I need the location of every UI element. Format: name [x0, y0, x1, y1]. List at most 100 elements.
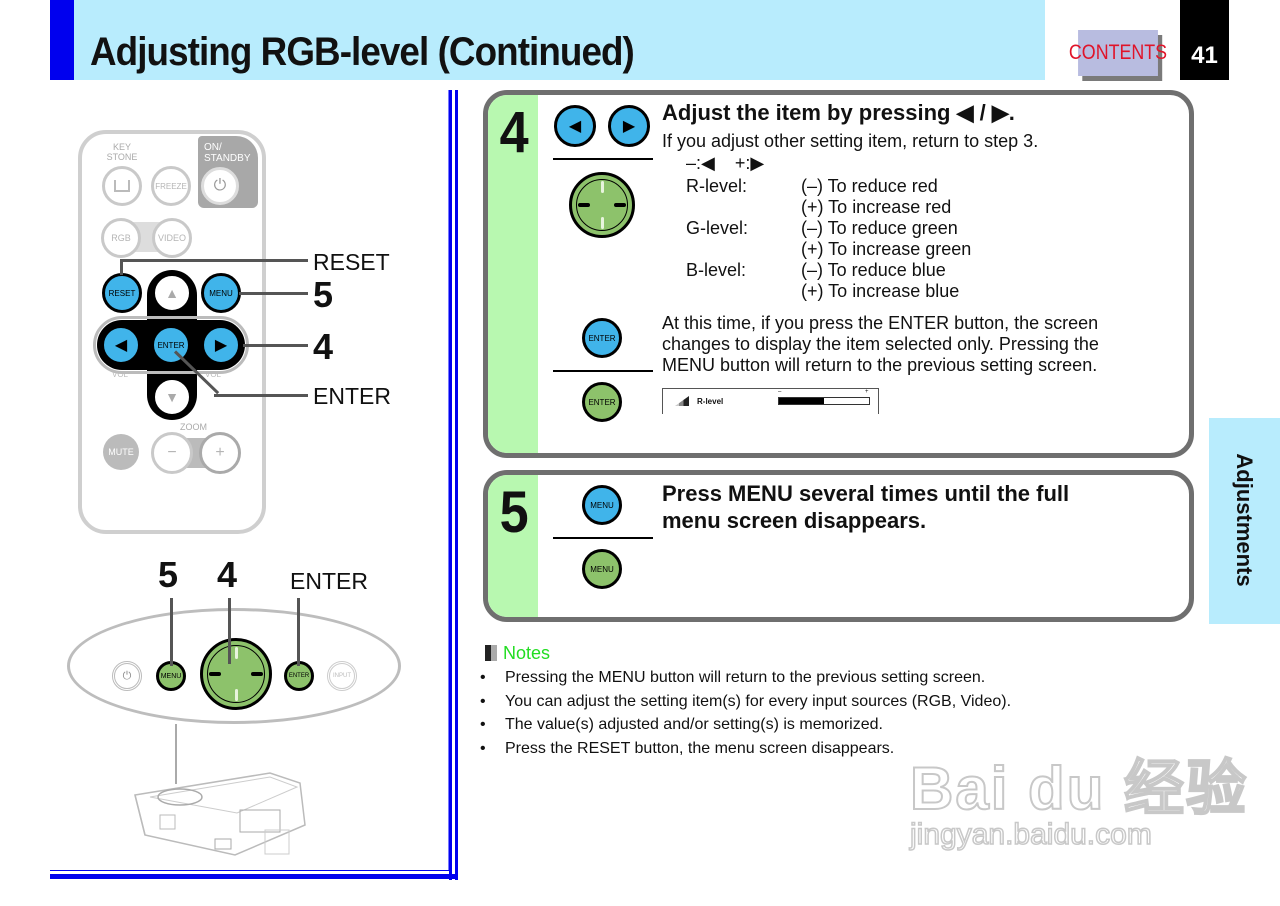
- osd-level-bar: [778, 397, 870, 405]
- keystone-icon: [114, 180, 130, 192]
- divider: [553, 158, 653, 160]
- page-number: 41: [1180, 0, 1229, 80]
- callout-line: [120, 259, 308, 262]
- on-standby-label: ON/ STANDBY: [204, 142, 251, 164]
- step4-legend: –:◀ +:▶: [686, 153, 765, 173]
- b-level-minus: (–) To reduce blue: [801, 260, 946, 280]
- frame-line: [455, 90, 458, 880]
- keystone-label: KEY STONE: [106, 142, 138, 162]
- step5-title-line-2: menu screen disappears.: [662, 508, 927, 533]
- step5-menu-button[interactable]: MENU: [582, 485, 622, 525]
- step4-enter-button[interactable]: ENTER: [582, 318, 622, 358]
- contents-button[interactable]: CONTENTS: [1069, 30, 1167, 76]
- callout-line: [228, 598, 231, 664]
- power-icon: ⏻: [122, 669, 132, 682]
- vol-minus-label: VOL: [112, 370, 129, 379]
- divider: [553, 370, 653, 372]
- callout-line: [120, 259, 123, 275]
- frame-line: [448, 90, 449, 870]
- watermark-url: jingyan.baidu.com: [909, 817, 1152, 852]
- step4-right-button[interactable]: ▶: [608, 105, 650, 147]
- panel-power-button[interactable]: ⏻: [112, 661, 142, 691]
- zoom-label: ZOOM: [180, 422, 207, 432]
- divider: [553, 537, 653, 539]
- control-panel-outline: [67, 608, 401, 724]
- frame-line: [50, 874, 458, 879]
- step4-dpad[interactable]: [569, 172, 635, 238]
- left-button[interactable]: ◀: [101, 325, 141, 365]
- step-number: 4: [499, 100, 529, 165]
- step4-enter-button-panel[interactable]: ENTER: [582, 382, 622, 422]
- g-level-minus: (–) To reduce green: [801, 218, 958, 238]
- video-button[interactable]: VIDEO: [152, 218, 192, 258]
- callout-line: [170, 598, 173, 666]
- keystone-button[interactable]: [102, 166, 142, 206]
- down-button[interactable]: ▼: [152, 377, 192, 417]
- panel-callout-enter: ENTER: [290, 568, 368, 594]
- zoom-plus-button[interactable]: +: [199, 432, 241, 474]
- panel-input-button[interactable]: INPUT: [327, 661, 357, 691]
- callout-line: [239, 292, 308, 295]
- projector-illustration: [134, 772, 306, 856]
- mute-button[interactable]: MUTE: [103, 434, 139, 470]
- osd-level-fill: [779, 398, 824, 404]
- up-button[interactable]: ▲: [152, 273, 192, 313]
- power-icon: ⏻: [213, 177, 227, 194]
- header-accent-stripe: [50, 0, 74, 80]
- g-level-plus: (+) To increase green: [801, 239, 972, 259]
- step5-title-line-1: Press MENU several times until the full: [662, 481, 1070, 506]
- enter-note-line-1: At this time, if you press the ENTER but…: [662, 313, 1099, 333]
- callout-line: [214, 394, 308, 397]
- step4-title: Adjust the item by pressing ◀ / ▶.: [662, 100, 1015, 125]
- header-bar: [50, 0, 1045, 80]
- rgb-button[interactable]: RGB: [101, 218, 141, 258]
- menu-button[interactable]: MENU: [201, 273, 241, 313]
- power-button[interactable]: ⏻: [201, 167, 239, 205]
- notes-icon: [485, 645, 497, 661]
- callout-line: [297, 598, 300, 666]
- osd-preview: R-level – +: [662, 388, 879, 414]
- reset-button[interactable]: RESET: [102, 273, 142, 313]
- callout-line: [175, 724, 177, 784]
- step5-menu-button-panel[interactable]: MENU: [582, 549, 622, 589]
- left-arrow-icon: ◀: [568, 118, 582, 135]
- b-level-label: B-level:: [686, 260, 747, 280]
- step-green-stripe: [488, 475, 538, 617]
- callout-reset: RESET: [313, 249, 390, 275]
- g-level-label: G-level:: [686, 218, 749, 238]
- right-button[interactable]: ▶: [201, 325, 241, 365]
- watermark-logo: Bai du 经验: [909, 754, 1249, 823]
- right-arrow-icon: ▶: [622, 118, 636, 135]
- callout-line: [243, 344, 308, 347]
- step4-left-button[interactable]: ◀: [554, 105, 596, 147]
- freeze-button[interactable]: FREEZE: [151, 166, 191, 206]
- signal-icon: [675, 396, 689, 406]
- r-level-minus: (–) To reduce red: [801, 176, 938, 196]
- notes-title: Notes: [503, 643, 551, 663]
- panel-callout-step-5: 5: [158, 554, 179, 595]
- enter-note-line-3: MENU button will return to the previous …: [662, 355, 1098, 375]
- note-item: •Pressing the MENU button will return to…: [480, 669, 986, 686]
- page-title: Adjusting RGB-level (Continued): [90, 30, 635, 74]
- side-tab-adjustments[interactable]: [1209, 418, 1280, 624]
- frame-line: [449, 90, 452, 880]
- vol-plus-label: VOL: [205, 370, 222, 379]
- zoom-minus-button[interactable]: −: [151, 432, 193, 474]
- note-item: •You can adjust the setting item(s) for …: [480, 693, 1012, 710]
- panel-callout-step-4: 4: [217, 554, 238, 595]
- callout-enter: ENTER: [313, 383, 391, 409]
- osd-minus: –: [778, 389, 782, 395]
- step-green-stripe: [488, 95, 538, 453]
- b-level-plus: (+) To increase blue: [801, 281, 960, 301]
- step4-subtitle: If you adjust other setting item, return…: [662, 131, 1039, 151]
- callout-step-4: 4: [313, 326, 334, 367]
- panel-dpad[interactable]: [200, 638, 272, 710]
- osd-label: R-level: [697, 397, 724, 406]
- callout-step-5: 5: [313, 274, 334, 315]
- note-item: •The value(s) adjusted and/or setting(s)…: [480, 716, 883, 733]
- side-tab-label: Adjustments: [1232, 453, 1257, 587]
- note-item: •Press the RESET button, the menu screen…: [480, 740, 895, 757]
- enter-note-line-2: changes to display the item selected onl…: [662, 334, 1099, 354]
- r-level-label: R-level:: [686, 176, 748, 196]
- r-level-plus: (+) To increase red: [801, 197, 952, 217]
